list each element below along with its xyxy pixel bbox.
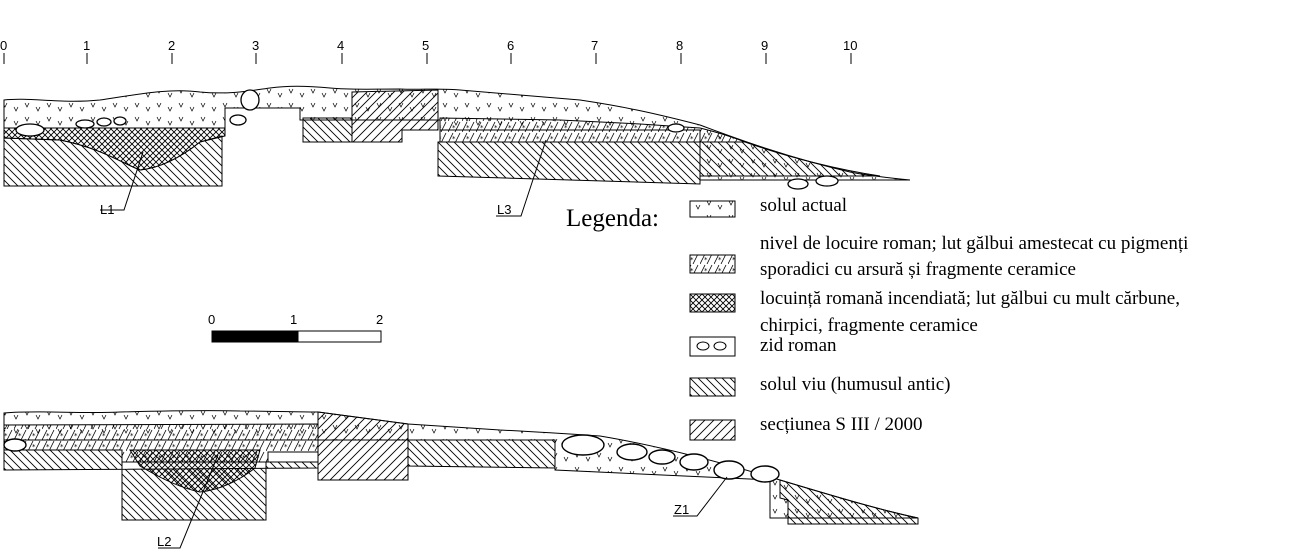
svg-text:1: 1: [290, 312, 297, 327]
legend-swatch-topsoil: [689, 200, 736, 218]
meter-ruler: 0 1 2 3 4 5 6 7 8 9 10: [0, 38, 857, 64]
legend-item-topsoil: solul actual: [689, 195, 847, 218]
svg-text:6: 6: [507, 38, 514, 53]
upper-profile: [3, 85, 911, 190]
legend-swatch-ancient-humus: [689, 377, 736, 397]
lower-roman-wall-Z1-stones: [3, 434, 780, 483]
callout-Z1: Z1: [673, 476, 728, 517]
ruler-tick-7: 7: [591, 38, 598, 64]
lower-ancient-humus-left: [3, 449, 319, 521]
legend-item-roman-wall: zid roman: [689, 335, 837, 357]
svg-text:2: 2: [168, 38, 175, 53]
scale-bar: 0 1 2: [208, 312, 383, 343]
svg-text:2: 2: [376, 312, 383, 327]
svg-text:sporadici cu arsură și fragmen: sporadici cu arsură și fragmente ceramic…: [760, 259, 1076, 280]
ruler-tick-10: 10: [843, 38, 857, 64]
ruler-tick-6: 6: [507, 38, 514, 64]
legend-swatch-roman-level: [689, 254, 736, 274]
svg-text:8: 8: [676, 38, 683, 53]
upper-section-humus: [302, 117, 353, 143]
svg-text:0: 0: [0, 38, 7, 53]
legend-item-burnt-dwelling: locuință romană incendiată; lut gălbui c…: [689, 288, 1180, 336]
svg-text:9: 9: [761, 38, 768, 53]
svg-text:7: 7: [591, 38, 598, 53]
ruler-tick-8: 8: [676, 38, 683, 64]
ruler-tick-5: 5: [422, 38, 429, 64]
lower-profile: [3, 410, 919, 525]
callout-L2: L2: [157, 454, 219, 549]
svg-text:L1: L1: [100, 202, 114, 217]
legend-swatch-section: [689, 419, 736, 441]
svg-text:0: 0: [208, 312, 215, 327]
svg-text:L3: L3: [497, 202, 511, 217]
svg-text:3: 3: [252, 38, 259, 53]
ruler-tick-3: 3: [252, 38, 259, 64]
legend-item-ancient-humus: solul viu (humusul antic): [689, 374, 951, 397]
legend-title: Legenda:: [566, 205, 659, 232]
svg-text:10: 10: [843, 38, 857, 53]
upper-ancient-humus-right: [437, 141, 881, 185]
svg-text:4: 4: [337, 38, 344, 53]
legend: Legenda: solul actual nivel de locuire r…: [566, 195, 1188, 441]
upper-roman-wall-stones: [15, 89, 839, 190]
legend-item-section: secțiunea S III / 2000: [689, 414, 923, 441]
legend-swatch-burnt-dwelling: [689, 293, 736, 313]
lower-ancient-humus-right: [407, 439, 556, 469]
ruler-tick-2: 2: [168, 38, 175, 64]
svg-text:1: 1: [83, 38, 90, 53]
svg-text:Z1: Z1: [674, 502, 689, 517]
callout-L3: L3: [496, 139, 547, 217]
svg-text:chirpici, fragmente ceramice: chirpici, fragmente ceramice: [760, 315, 978, 336]
callout-L1: L1: [100, 151, 144, 217]
legend-item-roman-level: nivel de locuire roman; lut gălbui amest…: [689, 233, 1188, 280]
svg-text:L2: L2: [157, 534, 171, 549]
ruler-tick-4: 4: [337, 38, 344, 64]
svg-text:solul viu (humusul antic): solul viu (humusul antic): [760, 374, 951, 395]
svg-text:locuință romană incendiată; lu: locuință romană incendiată; lut gălbui c…: [760, 288, 1180, 309]
lower-ancient-humus-far-right: [779, 479, 919, 525]
svg-text:5: 5: [422, 38, 429, 53]
lower-section-fill: [317, 411, 409, 481]
ruler-tick-0: 0: [0, 38, 7, 64]
ruler-tick-1: 1: [83, 38, 90, 64]
svg-text:zid roman: zid roman: [760, 335, 837, 356]
svg-text:secțiunea S III / 2000: secțiunea S III / 2000: [760, 414, 923, 435]
ruler-tick-9: 9: [761, 38, 768, 64]
upper-ancient-humus-left: [3, 135, 223, 187]
upper-section-fill: [351, 89, 439, 143]
svg-text:solul actual: solul actual: [760, 195, 847, 216]
upper-roman-level-layer: [439, 117, 746, 143]
svg-text:nivel de locuire roman; lut gă: nivel de locuire roman; lut gălbui amest…: [760, 233, 1188, 254]
